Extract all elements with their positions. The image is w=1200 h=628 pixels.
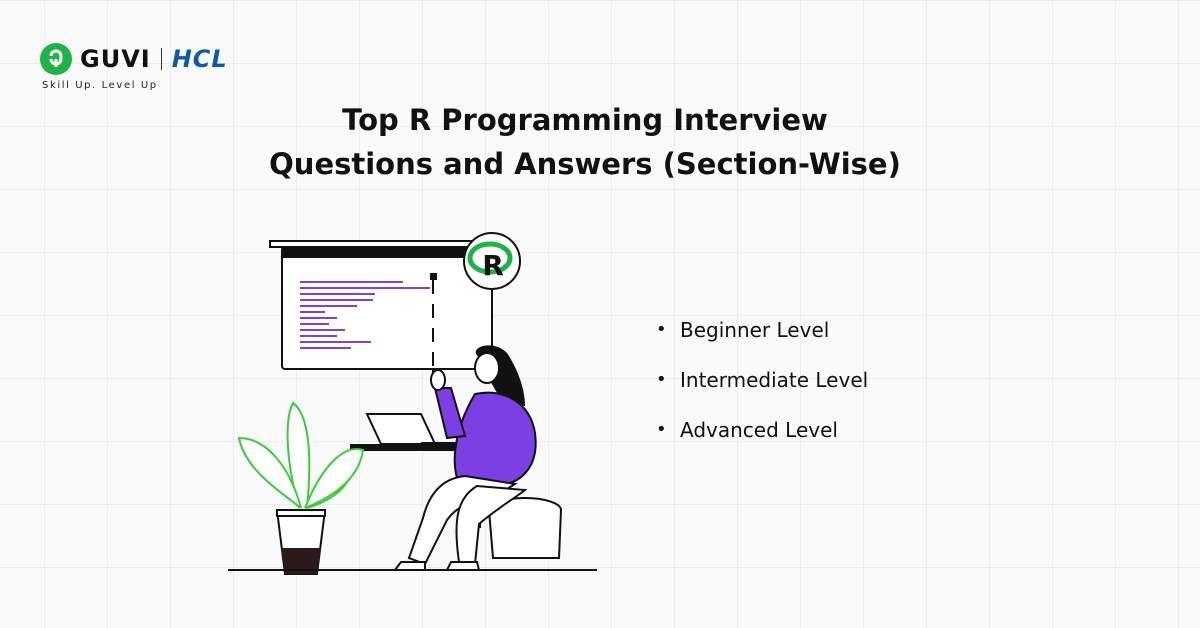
list-item: • Intermediate Level	[656, 362, 976, 412]
laptop-icon	[365, 413, 475, 446]
guvi-wordmark: GUVI	[80, 45, 151, 73]
level-label: Advanced Level	[680, 418, 838, 442]
brand-divider	[160, 48, 162, 70]
bullet: •	[656, 419, 667, 440]
bullet: •	[656, 369, 667, 390]
title-line-2: Questions and Answers (Section-Wise)	[269, 147, 901, 181]
presentation-board	[269, 240, 493, 376]
list-item: • Advanced Level	[656, 412, 976, 462]
r-logo-icon: R	[463, 232, 521, 290]
level-label: Beginner Level	[680, 318, 830, 342]
page-title: Top R Programming Interview Questions an…	[200, 98, 970, 186]
bullet: •	[656, 319, 667, 340]
list-item: • Beginner Level	[656, 312, 976, 362]
level-label: Intermediate Level	[680, 368, 869, 392]
person-figure	[393, 345, 562, 571]
guvi-logo-icon	[40, 43, 72, 75]
hcl-wordmark: HCL	[171, 45, 228, 73]
brand-logo: GUVI HCL Skill Up. Level Up	[40, 42, 310, 98]
level-list: • Beginner Level • Intermediate Level • Adv…	[656, 312, 976, 462]
illustration: R	[228, 232, 597, 575]
brand-row: GUVI HCL	[40, 42, 310, 76]
r-logo-letter: R	[482, 249, 504, 282]
brand-tagline: Skill Up. Level Up	[42, 80, 158, 91]
title-line-1: Top R Programming Interview	[342, 103, 828, 137]
code-lines	[300, 281, 430, 349]
plant-icon	[237, 401, 365, 575]
